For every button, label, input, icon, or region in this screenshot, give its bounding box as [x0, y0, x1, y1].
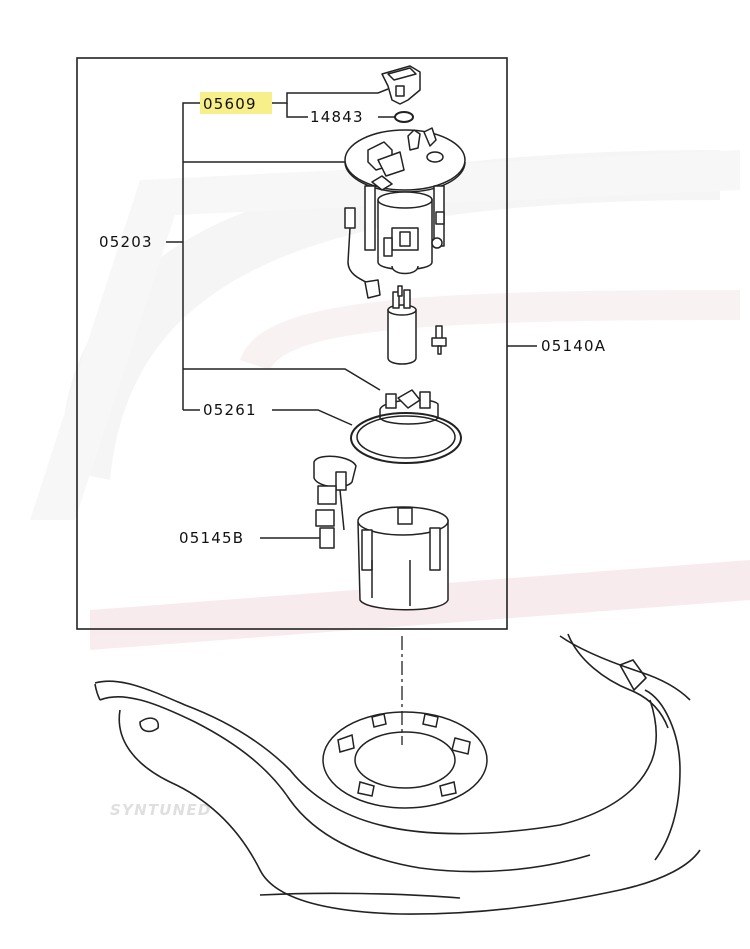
watermark-text: SYNTUNED [110, 801, 211, 819]
gasket-ring [350, 412, 462, 464]
label-05609: 05609 [203, 95, 257, 113]
exploded-view-frame [76, 57, 508, 630]
fuel-tank-outline [94, 633, 701, 915]
label-05140A: 05140A [541, 337, 606, 355]
label-05203: 05203 [99, 233, 153, 251]
connector-plug [381, 65, 421, 105]
sender-unit [313, 455, 357, 549]
level-sensor-wire [344, 207, 381, 299]
label-05145B: 05145B [179, 529, 244, 547]
tank-opening [322, 711, 488, 809]
fuel-pump-body [364, 175, 445, 275]
seal-ring [394, 111, 414, 123]
highlight-box [200, 92, 272, 114]
fuel-reservoir [357, 506, 449, 611]
pressure-regulator [431, 325, 447, 355]
fuel-pump-motor [387, 285, 417, 365]
label-05261: 05261 [203, 401, 257, 419]
label-14843: 14843 [310, 108, 364, 126]
pump-flange-plate [344, 127, 466, 193]
